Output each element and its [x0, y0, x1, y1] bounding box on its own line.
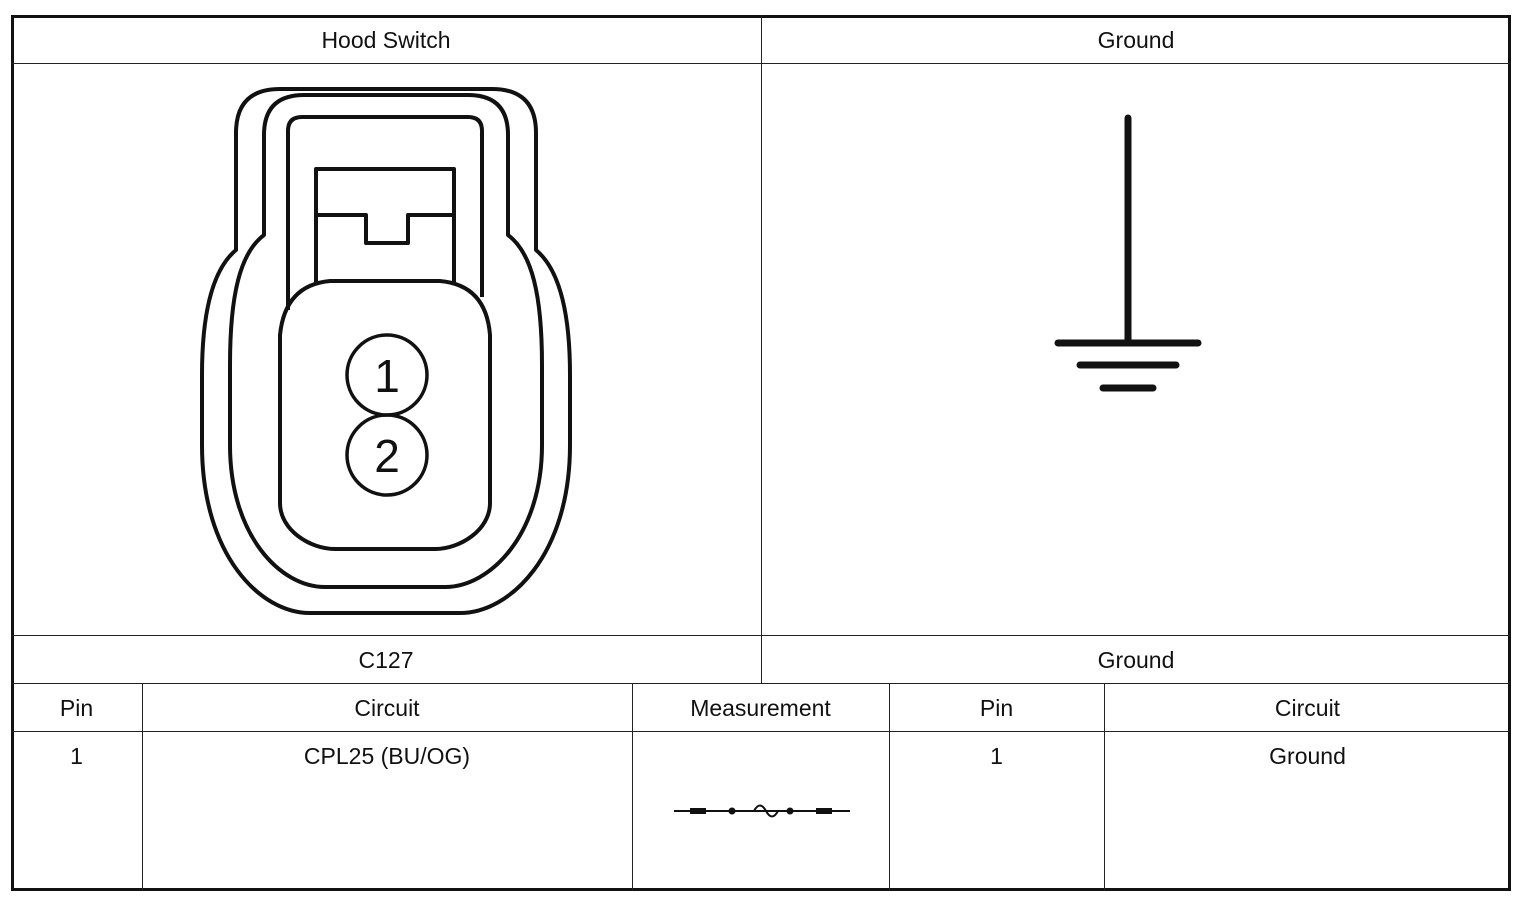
ground-id-label: Ground — [1097, 647, 1175, 673]
connector-face-diagram — [200, 87, 572, 615]
connector-id-label: C127 — [358, 647, 414, 673]
connector-title: Hood Switch — [321, 27, 451, 53]
pin-number-2: 2 — [374, 430, 400, 482]
ground-title: Ground — [1097, 27, 1175, 53]
row-1-right-circuit: Ground — [1269, 743, 1346, 769]
row-1-pin: 1 — [70, 743, 83, 769]
divider-center-upper — [761, 15, 762, 684]
ground-symbol-icon — [1054, 114, 1202, 392]
row-1-circuit: CPL25 (BU/OG) — [303, 743, 471, 769]
row-1-right-pin: 1 — [990, 743, 1003, 769]
col-header-circuit: Circuit — [354, 695, 420, 721]
pin-number-1: 1 — [374, 350, 400, 402]
divider-col-circuit — [632, 683, 633, 891]
col-header-pin: Pin — [59, 695, 94, 721]
divider-col-measurement — [889, 683, 890, 891]
divider-col-pin — [142, 683, 143, 891]
divider-colheader-bottom — [11, 731, 1511, 732]
fuse-resistance-icon — [674, 804, 850, 818]
col-header-right-circuit: Circuit — [1274, 695, 1341, 721]
col-header-measurement: Measurement — [690, 695, 831, 721]
divider-col-right-pin — [1104, 683, 1105, 891]
col-header-right-pin: Pin — [979, 695, 1014, 721]
